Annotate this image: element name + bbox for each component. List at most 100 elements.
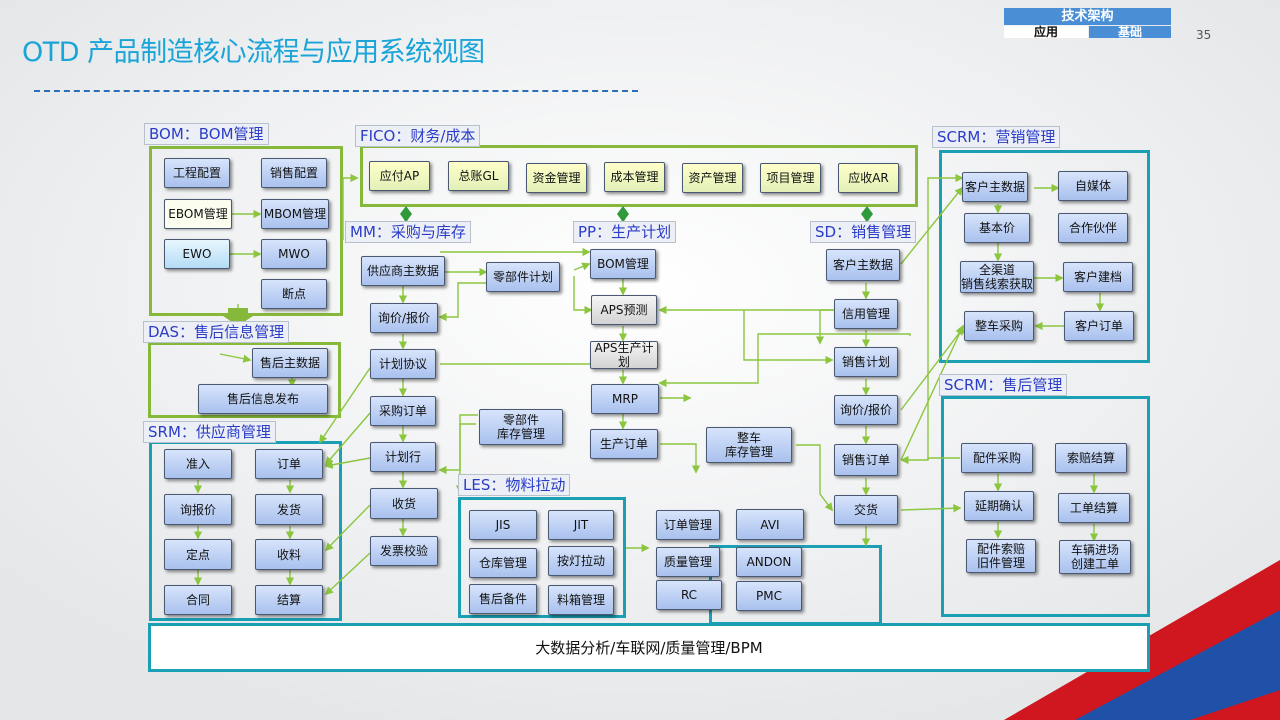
page-title: OTD 产品制造核心流程与应用系统视图 [22, 37, 485, 68]
sales-config-node[interactable]: 销售配置 [261, 158, 327, 188]
nav-tab-application[interactable]: 应用 [1004, 26, 1088, 38]
customer-master-node[interactable]: 客户主数据 [962, 172, 1028, 202]
settlement-node[interactable]: 结算 [255, 585, 323, 615]
mes-order-node[interactable]: 订单管理 [656, 510, 720, 540]
project-mgmt-node[interactable]: 项目管理 [760, 163, 821, 193]
aps-plan-node[interactable]: APS生产计划 [590, 341, 658, 369]
base-price-node[interactable]: 基本价 [964, 213, 1030, 243]
delivery-node[interactable]: 交货 [834, 495, 898, 525]
plan-line-node[interactable]: 计划行 [370, 442, 436, 472]
parts-inventory-node[interactable]: 零部件 库存管理 [479, 409, 563, 445]
gl-node[interactable]: 总账GL [448, 161, 509, 191]
partner-node[interactable]: 合作伙伴 [1058, 213, 1128, 243]
ewo-node[interactable]: EWO [164, 239, 230, 269]
sales-order-node[interactable]: 销售订单 [834, 444, 898, 476]
omnichannel-leads-node[interactable]: 全渠道 销售线索获取 [960, 261, 1034, 293]
pp-region-label: PP：生产计划 [573, 221, 677, 243]
andon-pull-node[interactable]: 按灯拉动 [548, 546, 614, 576]
mrp-node[interactable]: MRP [591, 384, 659, 414]
fico-region [360, 145, 918, 207]
pp-bom-node[interactable]: BOM管理 [590, 249, 656, 279]
page-number: 35 [1196, 28, 1212, 42]
sd-region-label: SD：销售管理 [810, 221, 917, 243]
purchase-order-node[interactable]: 采购订单 [370, 396, 436, 426]
sd-inquiry-node[interactable]: 询价/报价 [834, 395, 898, 425]
ship-node[interactable]: 发货 [255, 494, 323, 525]
srm-region-label: SRM：供应商管理 [143, 421, 276, 443]
das-region-label: DAS：售后信息管理 [143, 321, 290, 343]
bin-mgmt-node[interactable]: 料箱管理 [548, 585, 614, 615]
customer-profile-node[interactable]: 客户建档 [1063, 262, 1133, 292]
nav-tab-infrastructure[interactable]: 基础 [1089, 26, 1171, 38]
aps-forecast-node[interactable]: APS预测 [591, 295, 657, 325]
srm-order-node[interactable]: 订单 [255, 449, 323, 479]
warehouse-node[interactable]: 仓库管理 [469, 548, 537, 578]
material-receive-node[interactable]: 收料 [255, 539, 323, 570]
invoice-check-node[interactable]: 发票校验 [370, 536, 438, 566]
andon-node[interactable]: ANDON [736, 547, 802, 577]
vehicle-purchase-node[interactable]: 整车采购 [964, 311, 1034, 341]
avi-node[interactable]: AVI [736, 509, 804, 540]
receiving-node[interactable]: 收货 [370, 488, 438, 519]
omnichannel-line-2: 销售线索获取 [961, 277, 1034, 291]
scrm-service-label: SCRM：售后管理 [939, 374, 1068, 396]
scrm-marketing-label: SCRM：营销管理 [932, 126, 1061, 148]
extension-confirm-node[interactable]: 延期确认 [964, 491, 1034, 521]
eng-config-node[interactable]: 工程配置 [164, 158, 230, 188]
jit-node[interactable]: JIT [548, 510, 614, 540]
parts-inventory-line-1: 零部件 [502, 413, 539, 427]
mbom-node[interactable]: MBOM管理 [261, 199, 329, 229]
les-region-label: LES：物料拉动 [458, 474, 571, 496]
asset-mgmt-node[interactable]: 资产管理 [682, 163, 743, 193]
fixed-point-node[interactable]: 定点 [164, 539, 232, 570]
quality-mgmt-node[interactable]: 质量管理 [656, 547, 720, 577]
parts-plan-node[interactable]: 零部件计划 [486, 262, 560, 292]
credit-mgmt-node[interactable]: 信用管理 [834, 299, 898, 329]
vehicle-inventory-node[interactable]: 整车 库存管理 [706, 427, 792, 463]
parts-claim-node[interactable]: 配件索赔 旧件管理 [966, 539, 1036, 573]
cost-mgmt-node[interactable]: 成本管理 [604, 162, 665, 192]
sales-plan-node[interactable]: 销售计划 [834, 347, 898, 377]
parts-purchase-node[interactable]: 配件采购 [961, 443, 1033, 473]
omnichannel-line-1: 全渠道 [978, 263, 1015, 277]
mwo-node[interactable]: MWO [261, 239, 327, 269]
vehicle-inventory-line-2: 库存管理 [724, 445, 773, 459]
claim-settle-node[interactable]: 索赔结算 [1055, 443, 1127, 473]
vehicle-entry-line-1: 车辆进场 [1070, 543, 1119, 557]
ar-node[interactable]: 应收AR [838, 163, 899, 193]
mm-region-label: MM：采购与库存 [345, 221, 471, 243]
rc-node[interactable]: RC [656, 580, 722, 610]
admission-node[interactable]: 准入 [164, 449, 232, 479]
sd-customer-master-node[interactable]: 客户主数据 [826, 249, 900, 281]
mm-inquiry-node[interactable]: 询价/报价 [370, 303, 438, 333]
jis-node[interactable]: JIS [469, 510, 537, 540]
fund-mgmt-node[interactable]: 资金管理 [526, 163, 587, 193]
section-nav: 技术架构 应用 基础 [1004, 8, 1171, 38]
das-master-node[interactable]: 售后主数据 [252, 348, 328, 378]
les-region [458, 497, 626, 618]
ap-node[interactable]: 应付AP [369, 161, 430, 191]
pmc-node[interactable]: PMC [736, 581, 802, 611]
self-media-node[interactable]: 自媒体 [1058, 171, 1128, 201]
parts-claim-line-1: 配件索赔 [976, 542, 1025, 556]
breakpoint-node[interactable]: 断点 [261, 279, 327, 309]
supplier-master-node[interactable]: 供应商主数据 [361, 256, 445, 286]
srm-inquiry-node[interactable]: 询报价 [164, 494, 232, 525]
blue-corner-shape [1075, 610, 1280, 720]
contract-node[interactable]: 合同 [164, 585, 232, 615]
fico-region-label: FICO：财务/成本 [355, 125, 481, 147]
parts-inventory-line-2: 库存管理 [496, 427, 545, 441]
title-divider [34, 90, 638, 92]
plan-agreement-node[interactable]: 计划协议 [370, 349, 436, 379]
production-order-node[interactable]: 生产订单 [590, 429, 658, 459]
work-settle-node[interactable]: 工单结算 [1058, 493, 1130, 523]
vehicle-entry-node[interactable]: 车辆进场 创建工单 [1059, 540, 1131, 574]
bom-region-label: BOM：BOM管理 [144, 123, 269, 145]
nav-title[interactable]: 技术架构 [1004, 8, 1171, 25]
customer-order-node[interactable]: 客户订单 [1064, 311, 1134, 341]
ebom-node[interactable]: EBOM管理 [164, 199, 232, 229]
service-parts-node[interactable]: 售后备件 [469, 584, 537, 614]
vehicle-entry-line-2: 创建工单 [1070, 557, 1119, 571]
das-publish-node[interactable]: 售后信息发布 [198, 384, 328, 414]
parts-claim-line-2: 旧件管理 [976, 556, 1025, 570]
